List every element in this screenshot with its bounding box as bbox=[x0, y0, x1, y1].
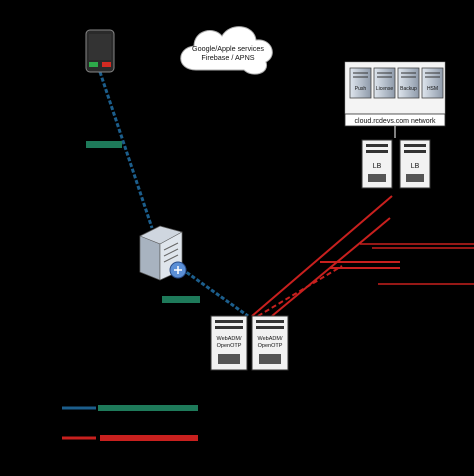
service-license-label: License bbox=[376, 86, 393, 92]
blue-link bbox=[86, 71, 249, 318]
service-backup-label: Backup bbox=[400, 86, 417, 92]
blue-link-tag bbox=[86, 141, 122, 148]
service-license: License bbox=[373, 67, 396, 99]
load-balancers: LB LB bbox=[361, 139, 431, 189]
legend-blue-entry bbox=[62, 405, 198, 411]
webadm-server-1-label-line2: OpenOTP bbox=[217, 343, 242, 349]
webadm-server-1: WebADM/ OpenOTP bbox=[210, 315, 248, 371]
cloud-shape: Google/Apple services Firebase / APNS bbox=[180, 26, 273, 75]
cloud-label-line2: Firebase / APNS bbox=[201, 53, 254, 62]
red-links bbox=[251, 195, 474, 317]
service-push: Push bbox=[349, 67, 372, 99]
cloud-services: Push License Backup HSM bbox=[344, 61, 446, 115]
service-push-label: Push bbox=[355, 86, 367, 92]
webadm-servers: WebADM/ OpenOTP WebADM/ OpenOTP bbox=[210, 315, 289, 371]
service-hsm-label: HSM bbox=[427, 86, 438, 92]
webadm-server-2-label-line2: OpenOTP bbox=[258, 343, 283, 349]
network-label: cloud.rcdevs.com network bbox=[355, 118, 436, 125]
proxy-server-icon bbox=[139, 225, 187, 281]
webadm-server-2-label-line1: WebADM/ bbox=[258, 336, 283, 342]
service-backup: Backup bbox=[397, 67, 420, 99]
load-balancer-1: LB bbox=[361, 139, 393, 189]
load-balancer-2: LB bbox=[399, 139, 431, 189]
webadm-server-2: WebADM/ OpenOTP bbox=[251, 315, 289, 371]
legend-red-entry bbox=[62, 435, 198, 441]
cloud-label-line1: Google/Apple services bbox=[192, 44, 264, 53]
smartphone-icon bbox=[85, 29, 115, 73]
legend bbox=[62, 405, 198, 441]
service-hsm: HSM bbox=[421, 67, 444, 99]
load-balancer-2-label: LB bbox=[411, 163, 420, 170]
webadm-server-1-label-line1: WebADM/ bbox=[217, 336, 242, 342]
load-balancer-1-label: LB bbox=[373, 163, 382, 170]
blue-link-tag-lower bbox=[162, 296, 200, 303]
